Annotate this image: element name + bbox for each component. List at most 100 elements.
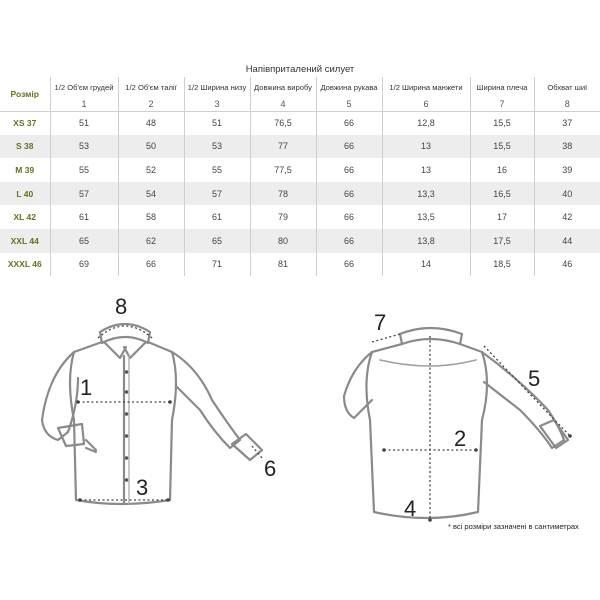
column-header-number: 1 — [81, 99, 87, 109]
sleeve-measure-line — [483, 345, 571, 437]
table-cell: 69 — [50, 252, 119, 277]
table-cell: 39 — [562, 164, 573, 175]
front-label-3: 3 — [136, 475, 148, 500]
table-body: XS 37 51 48 51 76,5 66 12,8 15,5 37 S 38… — [0, 111, 600, 277]
table-cell: 18,5 — [470, 252, 535, 277]
front-buttons — [124, 370, 129, 482]
table-cell: 13,8 — [382, 228, 471, 253]
table-cell: 66 — [316, 205, 383, 229]
table-cell: 48 — [118, 111, 185, 135]
table-cell: 57 — [184, 181, 251, 206]
column-header-label: Довжина рукава — [320, 83, 378, 92]
column-header-neck: Обхват шиї 8 — [534, 77, 600, 111]
table-cell: 52 — [118, 158, 185, 182]
size-cell: XXL 44 — [0, 228, 51, 253]
size-cell: S 38 — [0, 134, 51, 159]
table-cell: 78 — [250, 181, 317, 206]
table-cell: 46 — [562, 259, 573, 270]
column-header-number: 6 — [423, 99, 429, 109]
units-footnote: * всі розміри зазначені в сантиметрах — [448, 522, 579, 531]
front-label-6: 6 — [264, 456, 276, 481]
back-label-4: 4 — [404, 496, 416, 521]
table-title: Напівприталений силует — [245, 64, 355, 75]
table-cell: 65 — [50, 228, 119, 253]
table-cell: 17 — [470, 205, 535, 229]
table-row: XS 37 51 48 51 76,5 66 12,8 15,5 37 — [0, 111, 600, 135]
table-cell: 66 — [316, 111, 383, 135]
table-cell: 42 — [562, 212, 573, 223]
column-header-number: 4 — [280, 99, 286, 109]
table-cell: 44 — [562, 235, 573, 246]
table-cell: 61 — [50, 205, 119, 229]
table-cell: 58 — [118, 205, 185, 229]
table-cell: 16,5 — [470, 181, 535, 206]
table-cell: 51 — [50, 111, 119, 135]
size-cell: M 39 — [0, 158, 51, 182]
column-header-cuff: 1/2 Ширина манжети 6 — [382, 77, 471, 111]
back-label-5: 5 — [528, 366, 540, 391]
table-cell: 54 — [118, 181, 185, 206]
table-cell: 38 — [562, 141, 573, 152]
table-cell: 53 — [184, 134, 251, 159]
size-cell: XS 37 — [0, 111, 51, 135]
front-label-1: 1 — [80, 375, 92, 400]
table-cell: 13,5 — [382, 205, 471, 229]
table-cell: 65 — [184, 228, 251, 253]
table-cell: 66 — [316, 158, 383, 182]
table-cell: 77,5 — [250, 158, 317, 182]
table-cell: 76,5 — [250, 111, 317, 135]
table-cell: 17,5 — [470, 228, 535, 253]
column-header-label: 1/2 Об'єм талії — [125, 83, 177, 92]
column-header-label: Ширина плеча — [476, 83, 528, 92]
table-cell: 55 — [50, 158, 119, 182]
table-cell: 80 — [250, 228, 317, 253]
table-cell: 57 — [50, 181, 119, 206]
column-header-number: 3 — [214, 99, 220, 109]
column-header-hem: 1/2 Ширина низу 3 — [184, 77, 251, 111]
table-cell: 71 — [184, 252, 251, 277]
size-cell: XXXL 46 — [0, 252, 51, 277]
column-header-label: 1/2 Об'єм грудей — [54, 83, 114, 92]
size-table: Розмір 1/2 Об'єм грудей 1 1/2 Об'єм талії… — [0, 77, 600, 277]
table-row: S 38 53 50 53 77 66 13 15,5 38 — [0, 134, 600, 159]
table-cell: 13,3 — [382, 181, 471, 206]
neck-measure-line — [97, 325, 153, 339]
table-cell: 51 — [184, 111, 251, 135]
front-shirt-outline — [40, 322, 264, 506]
table-cell: 66 — [316, 252, 383, 277]
size-cell: XL 42 — [0, 205, 51, 229]
table-row: L 40 57 54 57 78 66 13,3 16,5 40 — [0, 181, 600, 206]
table-cell: 79 — [250, 205, 317, 229]
back-label-2: 2 — [454, 426, 466, 451]
column-header-label: 1/2 Ширина манжети — [389, 83, 463, 92]
table-cell: 40 — [562, 188, 573, 199]
size-cell: L 40 — [0, 181, 51, 206]
front-label-8: 8 — [115, 294, 127, 319]
table-cell: 13 — [382, 134, 471, 159]
table-cell: 53 — [50, 134, 119, 159]
table-cell: 14 — [382, 252, 471, 277]
table-header-row: Розмір 1/2 Об'єм грудей 1 1/2 Об'єм талії… — [0, 77, 600, 111]
shoulder-measure-line — [371, 333, 401, 343]
back-label-7: 7 — [374, 310, 386, 335]
column-header-size: Розмір — [0, 77, 51, 111]
table-cell: 62 — [118, 228, 185, 253]
table-cell: 66 — [316, 181, 383, 206]
table-row: XXL 44 65 62 65 80 66 13,8 17,5 44 — [0, 228, 600, 253]
column-header-label: Довжина виробу — [254, 83, 312, 92]
table-cell: 15,5 — [470, 134, 535, 159]
column-header-number: 8 — [564, 99, 570, 109]
shirt-measurement-diagram: 8 1 3 6 7 5 2 4 — [40, 294, 572, 522]
column-header-number: 2 — [148, 99, 154, 109]
table-cell: 12,8 — [382, 111, 471, 135]
table-cell: 55 — [184, 158, 251, 182]
table-cell: 66 — [118, 252, 185, 277]
table-cell: 77 — [250, 134, 317, 159]
table-cell: 15,5 — [470, 111, 535, 135]
table-cell: 61 — [184, 205, 251, 229]
table-cell: 81 — [250, 252, 317, 277]
table-cell: 13 — [382, 158, 471, 182]
column-header-label: Обхват шиї — [547, 83, 588, 92]
column-header-label: 1/2 Ширина низу — [187, 83, 247, 92]
